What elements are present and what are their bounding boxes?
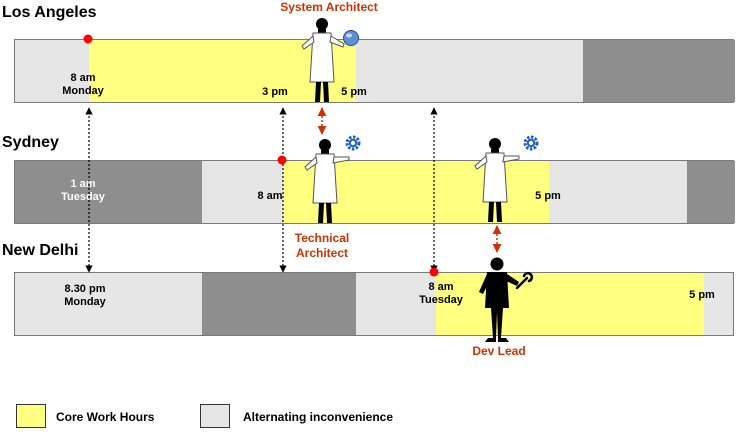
- role-label-system-architect: System Architect: [280, 0, 378, 14]
- off-hours-segment: [687, 161, 735, 223]
- start-marker-new-delhi: [429, 267, 439, 277]
- system-architect-figure-icon: [301, 18, 345, 102]
- timeline-band-new-delhi: [14, 272, 734, 336]
- city-sydney: Sydney: [2, 134, 59, 151]
- wrench-icon: [515, 271, 534, 290]
- city-new-delhi: New Delhi: [2, 242, 79, 259]
- architect-figure-icon: [474, 138, 520, 222]
- gear-icon: [345, 135, 361, 151]
- time-label: 8 am Tuesday: [419, 281, 463, 306]
- legend-swatch-alternating: [200, 404, 230, 428]
- core-hours-segment: [436, 273, 704, 335]
- legend-swatch-core: [16, 404, 46, 428]
- time-label: 5 pm: [689, 289, 715, 301]
- time-label: 5 pm: [535, 190, 561, 202]
- time-label: 8.30 pm Monday: [64, 283, 106, 308]
- off-hours-segment: [202, 273, 356, 335]
- off-hours-segment: [15, 161, 202, 223]
- time-label: 8 am: [257, 190, 283, 202]
- start-marker-sydney: [277, 155, 287, 165]
- legend-label-alternating: Alternating inconvenience: [243, 410, 394, 424]
- timeline-band-los-angeles: [14, 39, 735, 103]
- technical-architect-figure-icon: [304, 139, 350, 223]
- time-label: 8 am Monday: [62, 72, 104, 97]
- role-label-dev-lead: Dev Lead: [472, 344, 526, 358]
- dev-lead-figure-icon: [479, 257, 519, 342]
- time-label: 3 pm: [262, 86, 288, 98]
- role-label-technical-architect: Technical Architect: [294, 231, 350, 260]
- time-label: 5 pm: [341, 86, 367, 98]
- time-alignment-arrows: [85, 107, 438, 273]
- legend-label-core: Core Work Hours: [56, 410, 155, 424]
- time-label: 1 am Tuesday: [61, 178, 105, 203]
- off-hours-segment: [583, 40, 735, 102]
- gear-icon: [523, 135, 539, 151]
- globe-icon: [343, 30, 359, 46]
- city-los-angeles: Los Angeles: [2, 4, 97, 21]
- start-marker-los-angeles: [83, 34, 93, 44]
